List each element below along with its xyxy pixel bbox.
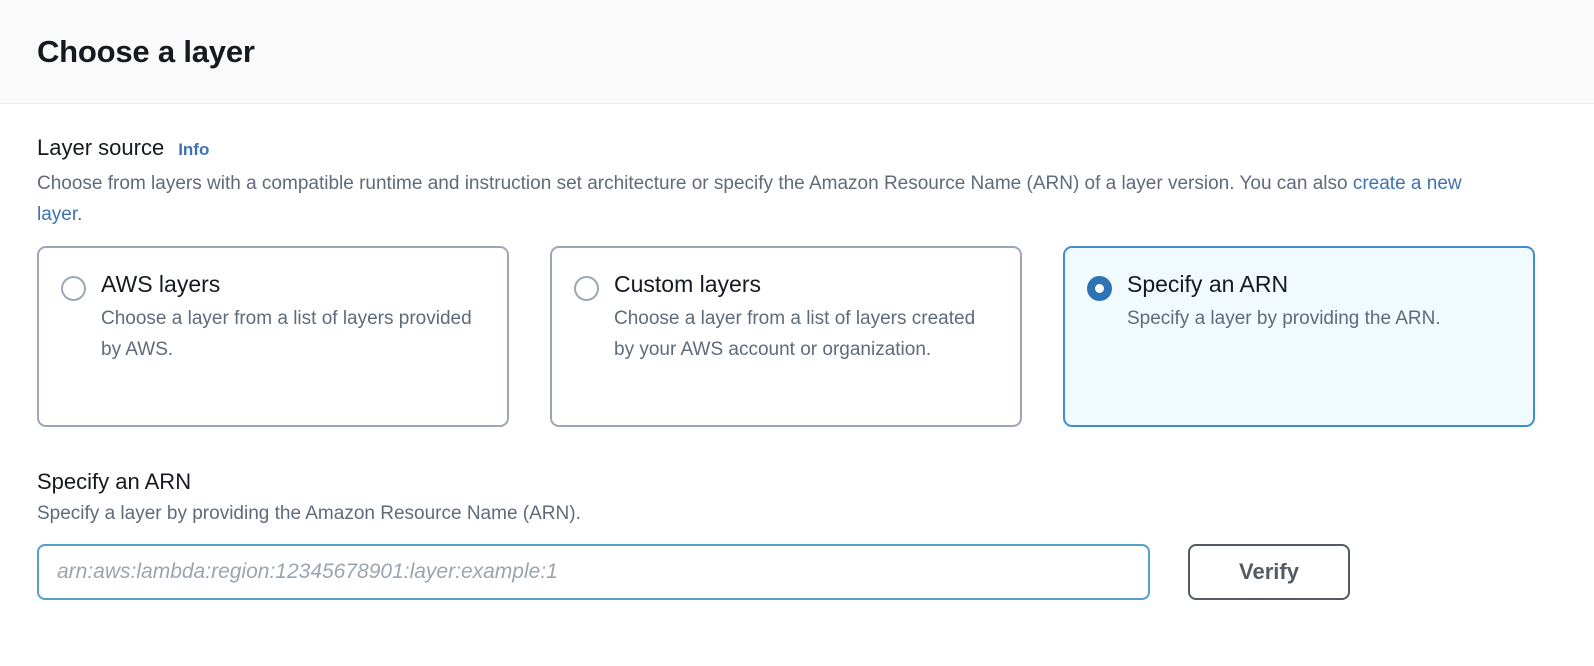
layer-source-description: Choose from layers with a compatible run…	[37, 168, 1507, 230]
arn-field-row: Verify	[37, 543, 1557, 600]
layer-source-description-prefix: Choose from layers with a compatible run…	[37, 172, 1353, 194]
info-link[interactable]: Info	[178, 140, 210, 159]
layer-source-label-row: Layer source Info	[37, 134, 1557, 162]
radio-card-specify-an-arn-title: Specify an ARN	[1127, 270, 1289, 297]
radio-card-aws-layers-title: AWS layers	[101, 270, 221, 297]
radio-card-aws-layers-description: Choose a layer from a list of layers pro…	[101, 307, 472, 360]
arn-section-description: Specify a layer by providing the Amazon …	[37, 502, 581, 524]
radio-card-custom-layers-description: Choose a layer from a list of layers cre…	[614, 307, 976, 360]
layer-source-label: Layer source	[37, 135, 165, 160]
dialog-body: Layer source Info Choose from layers wit…	[0, 104, 1594, 600]
create-new-layer-link[interactable]: create a new layer	[37, 172, 1462, 225]
radio-icon-aws-layers[interactable]	[61, 275, 86, 301]
layer-source-description-suffix: .	[77, 203, 83, 225]
verify-button[interactable]: Verify	[1188, 543, 1350, 600]
radio-card-custom-layers-text: Custom layers Choose a layer from a list…	[614, 271, 998, 365]
page-title: Choose a layer	[37, 33, 255, 69]
dialog-header: Choose a layer	[0, 0, 1594, 104]
radio-card-aws-layers-text: AWS layers Choose a layer from a list of…	[101, 271, 485, 365]
radio-card-custom-layers[interactable]: Custom layers Choose a layer from a list…	[550, 245, 1022, 427]
radio-card-aws-layers[interactable]: AWS layers Choose a layer from a list of…	[37, 245, 509, 427]
radio-icon-custom-layers[interactable]	[574, 275, 599, 301]
radio-card-specify-an-arn-description: Specify a layer by providing the ARN.	[1127, 307, 1441, 329]
radio-icon-specify-an-arn[interactable]	[1087, 275, 1112, 301]
layer-source-options: AWS layers Choose a layer from a list of…	[37, 245, 1557, 427]
arn-section-label: Specify an ARN	[37, 468, 192, 494]
radio-card-specify-an-arn-text: Specify an ARN Specify a layer by provid…	[1127, 271, 1511, 334]
radio-card-specify-an-arn[interactable]: Specify an ARN Specify a layer by provid…	[1063, 245, 1535, 427]
radio-card-custom-layers-title: Custom layers	[614, 270, 761, 297]
arn-input[interactable]	[37, 543, 1150, 600]
